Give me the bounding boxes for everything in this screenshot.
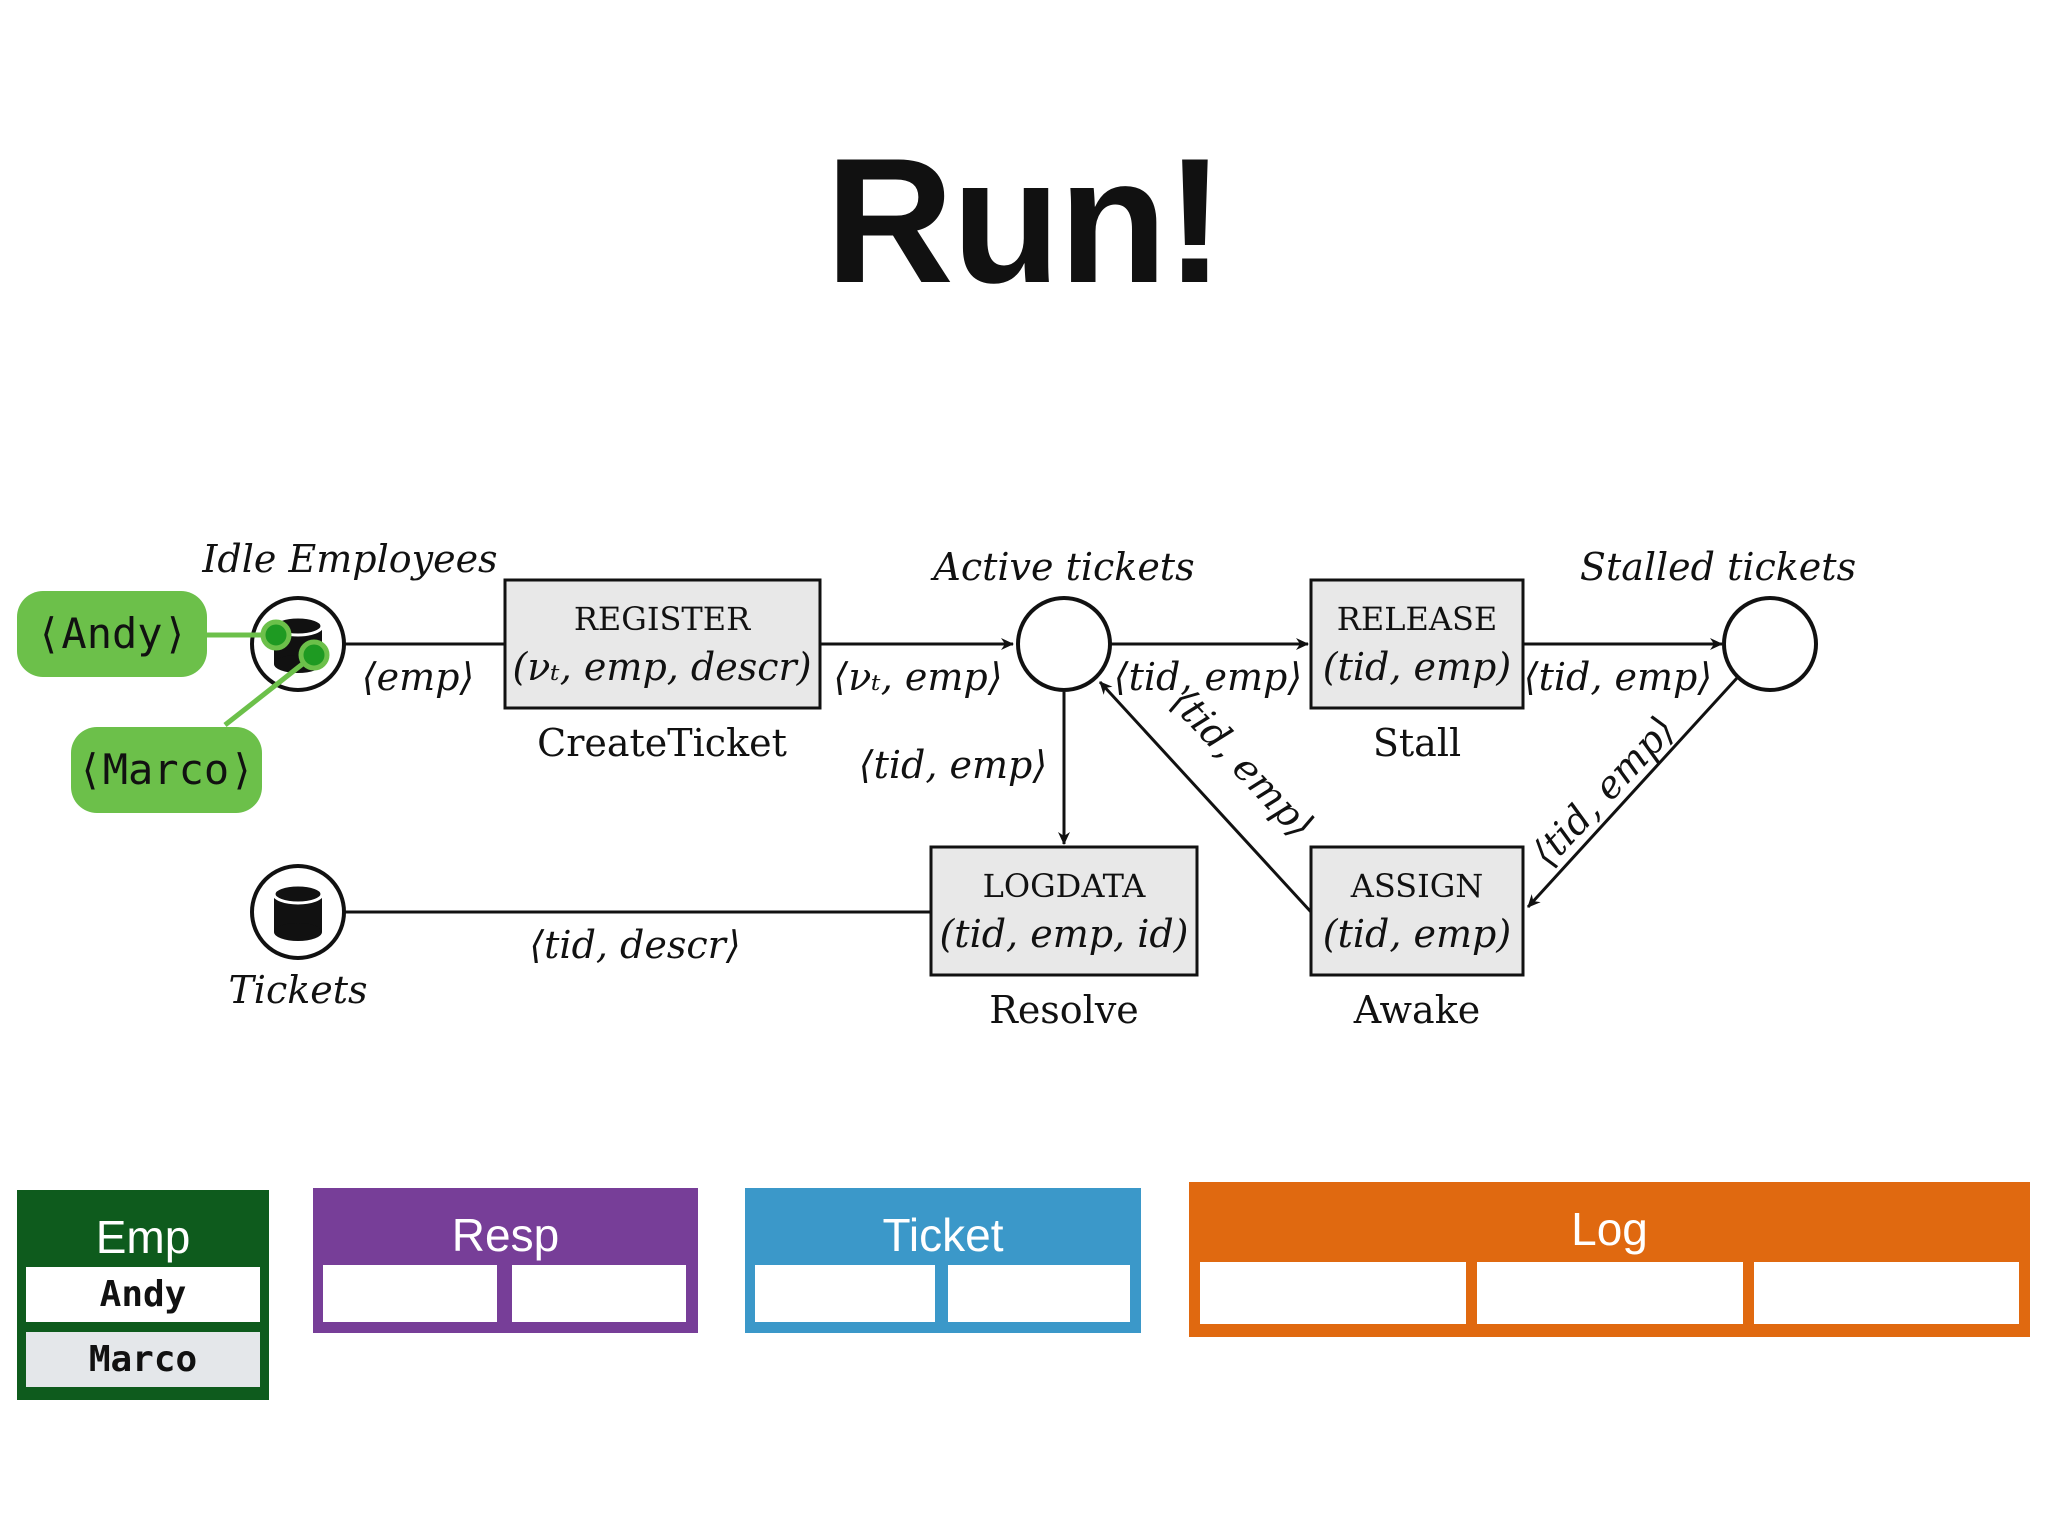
- token-label: ⟨Andy⟩: [36, 609, 188, 658]
- transition-params: (νₜ, emp, descr): [512, 645, 811, 689]
- place-active-tickets: [1016, 596, 1112, 692]
- arc-stalled-to-assign: [1526, 676, 1739, 909]
- table-cell: [323, 1265, 497, 1322]
- transition-action: REGISTER: [574, 600, 751, 638]
- table-cell: [512, 1265, 686, 1322]
- transition-params: (tid, emp, id): [939, 912, 1188, 956]
- transition-action: ASSIGN: [1350, 867, 1484, 905]
- token-andy[interactable]: ⟨Andy⟩: [17, 591, 207, 677]
- token-dot: [298, 639, 330, 671]
- table-log: Log: [1189, 1182, 2030, 1337]
- transition-resolve: LOGDATA (tid, emp, id) Resolve: [929, 845, 1199, 1032]
- transition-params: (tid, emp): [1323, 645, 1511, 689]
- place-label-active: Active tickets: [930, 545, 1194, 589]
- arc-label: ⟨tid, emp⟩: [1114, 655, 1302, 699]
- table-name: Resp: [451, 1209, 560, 1261]
- transition-params: (tid, emp): [1323, 912, 1511, 956]
- arc-label: ⟨emp⟩: [362, 655, 475, 699]
- arc-assign-to-active: [1098, 680, 1313, 914]
- table-resp: Resp: [313, 1188, 698, 1333]
- transition-name: CreateTicket: [537, 721, 787, 765]
- transition-stall: RELEASE (tid, emp) Stall: [1309, 578, 1525, 765]
- transition-action: LOGDATA: [983, 867, 1147, 905]
- arc-label: ⟨νₜ, emp⟩: [833, 655, 1002, 699]
- place-stalled-tickets: [1722, 596, 1818, 692]
- arc-label: ⟨tid, emp⟩: [859, 743, 1047, 787]
- table-cell: [1754, 1262, 2019, 1324]
- place-label-stalled: Stalled tickets: [1580, 545, 1856, 589]
- token-connector: [223, 653, 316, 727]
- table-cell: [755, 1265, 935, 1322]
- table-cell: [1477, 1262, 1743, 1324]
- table-row: Andy: [26, 1267, 260, 1322]
- place-label-idle: Idle Employees: [201, 537, 497, 581]
- token-marco[interactable]: ⟨Marco⟩: [71, 727, 262, 813]
- arc-label: ⟨tid, emp⟩: [1524, 655, 1712, 699]
- transition-name: Stall: [1373, 721, 1461, 765]
- place-label-tickets: Tickets: [228, 968, 367, 1012]
- arc-label: ⟨tid, emp⟩: [1162, 679, 1323, 847]
- table-name: Log: [1571, 1203, 1648, 1255]
- arc-label: ⟨tid, descr⟩: [529, 923, 740, 967]
- slide-title: Run!: [825, 121, 1224, 320]
- table-name: Ticket: [882, 1209, 1004, 1261]
- token-dot: [260, 619, 292, 651]
- table-row: Marco: [26, 1332, 260, 1387]
- transition-name: Awake: [1353, 988, 1480, 1032]
- database-icon: [272, 883, 324, 941]
- transition-name: Resolve: [989, 988, 1139, 1032]
- transition-awake: ASSIGN (tid, emp) Awake: [1309, 845, 1525, 1032]
- table-cell: [1200, 1262, 1466, 1324]
- table-emp: Emp Andy Marco: [17, 1190, 269, 1400]
- table-cell: [948, 1265, 1130, 1322]
- token-label: ⟨Marco⟩: [77, 745, 254, 794]
- transition-create-ticket: REGISTER (νₜ, emp, descr) CreateTicket: [503, 578, 822, 765]
- arc-label: ⟨tid, emp⟩: [1523, 707, 1684, 875]
- transition-action: RELEASE: [1337, 600, 1497, 638]
- table-ticket: Ticket: [745, 1188, 1141, 1333]
- table-name: Emp: [95, 1211, 191, 1263]
